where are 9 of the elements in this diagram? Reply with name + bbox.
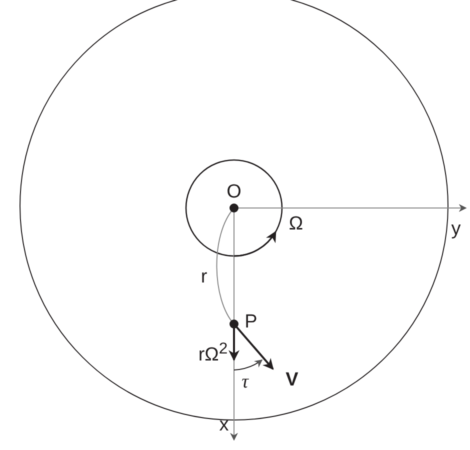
angular-velocity-label: Ω [288,214,304,234]
axis-label: y [451,220,461,238]
point-label: O [226,182,242,202]
point-label: P [244,312,258,332]
angle-label: τ [242,372,248,392]
acceleration-label: rΩ$^{2}$ [198,341,228,365]
axis-label: x [219,416,229,434]
radius-label: r [200,268,208,286]
velocity-label: V [286,370,298,390]
